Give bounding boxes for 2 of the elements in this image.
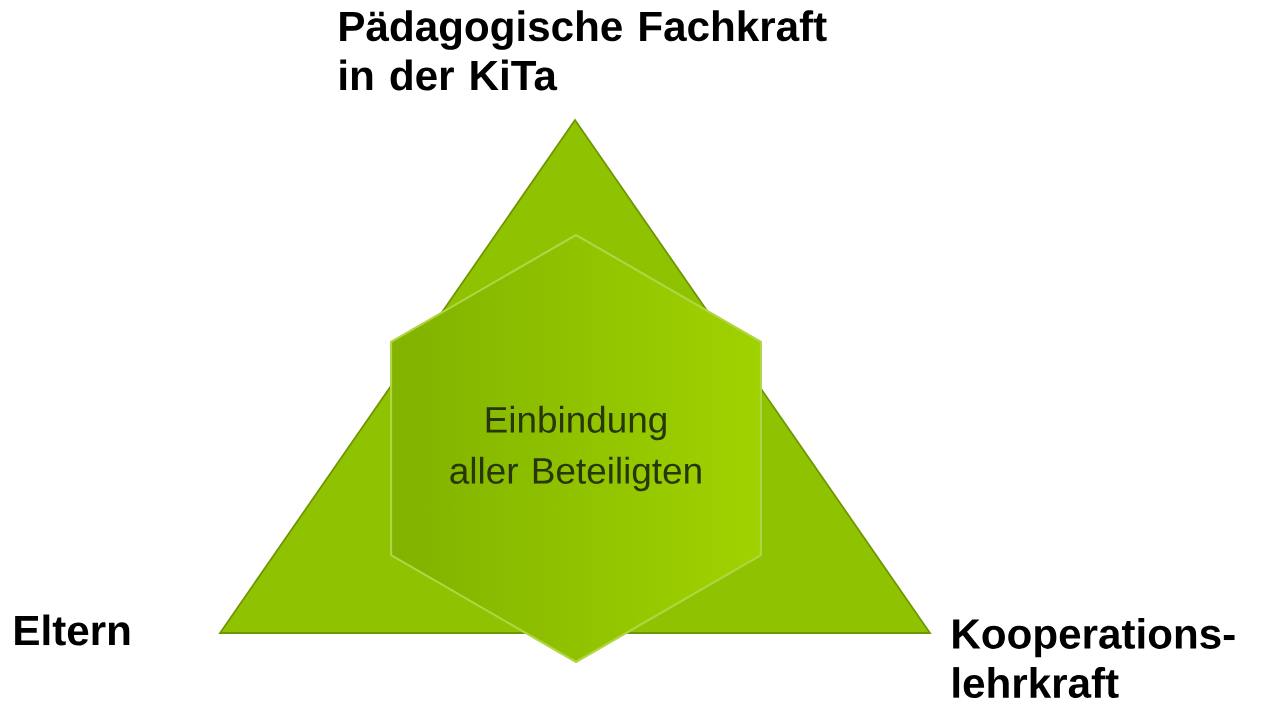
- corner-label: Eltern: [15, 614, 130, 646]
- corner-label: Kooperations- lehrkraft: [953, 617, 1235, 699]
